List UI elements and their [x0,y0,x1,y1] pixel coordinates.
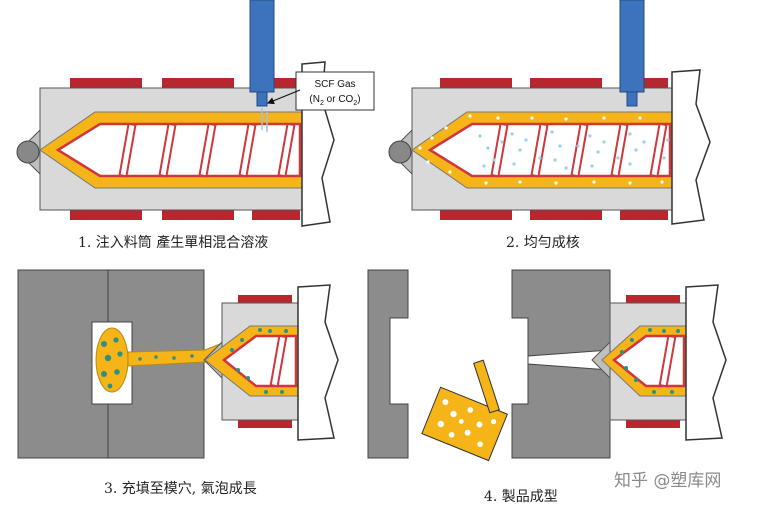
foamed-part [95,327,129,393]
panel-4-part-ejection [367,269,727,462]
heater-band [530,78,602,88]
heater-band [626,420,680,428]
screw-flights [269,334,288,388]
caption-step-1: 1. 注入料筒 產生單相混合溶液 [78,235,269,251]
gas-injector-tip [626,91,638,107]
screw-flights [490,122,668,178]
heater-band [162,78,234,88]
panel-3-mold-filling [17,269,339,459]
hopper-flange [297,284,339,441]
hopper-flange [685,284,727,441]
gas-bubbles [230,328,288,394]
melt-nuclei [418,114,664,185]
screw [55,122,302,178]
screw-flights [118,122,296,178]
heater-band [70,78,142,88]
mold-half-fixed [367,269,409,459]
panel-1-barrel-dissolution: SCF Gas (N2 or CO2) [16,0,375,227]
gas-label-line1: SCF Gas [314,79,355,90]
heater-band [440,210,512,220]
watermark: 知乎 @塑库网 [614,471,722,491]
heater-band [238,295,292,303]
screw [427,122,672,178]
part-pores [437,399,497,447]
caption-step-4: 4. 製品成型 [484,489,558,505]
screw-flights [658,334,677,388]
heater-band [620,210,668,220]
heater-band [70,210,142,220]
heater-band [238,420,292,428]
gas-injector-tip [256,91,268,107]
heater-band [530,210,602,220]
heater-band [252,210,300,220]
caption-step-2: 2. 均勻成核 [506,235,580,251]
gas-stream [261,108,268,132]
gas-injector [619,0,645,93]
nozzle-ball [388,140,412,164]
heater-band [440,78,512,88]
gas-callout [295,71,375,111]
heater-band [162,210,234,220]
hopper-flange [671,69,711,225]
heater-band [626,295,680,303]
nucleation-dots [478,130,670,170]
ejected-part [421,359,508,462]
gas-injector [249,0,275,93]
gas-label-line2: (N2 or CO2) [309,94,360,107]
caption-step-3: 3. 充填至模穴, 氣泡成長 [104,481,257,497]
heater-band [252,78,300,88]
part-body [421,386,508,462]
part-sprue [473,359,500,414]
callout-arrow [266,89,301,105]
panel-2-barrel-nucleation [388,0,711,225]
gas-bubbles [101,337,194,389]
gas-bubbles [620,328,680,394]
nozzle-ball [16,140,40,164]
